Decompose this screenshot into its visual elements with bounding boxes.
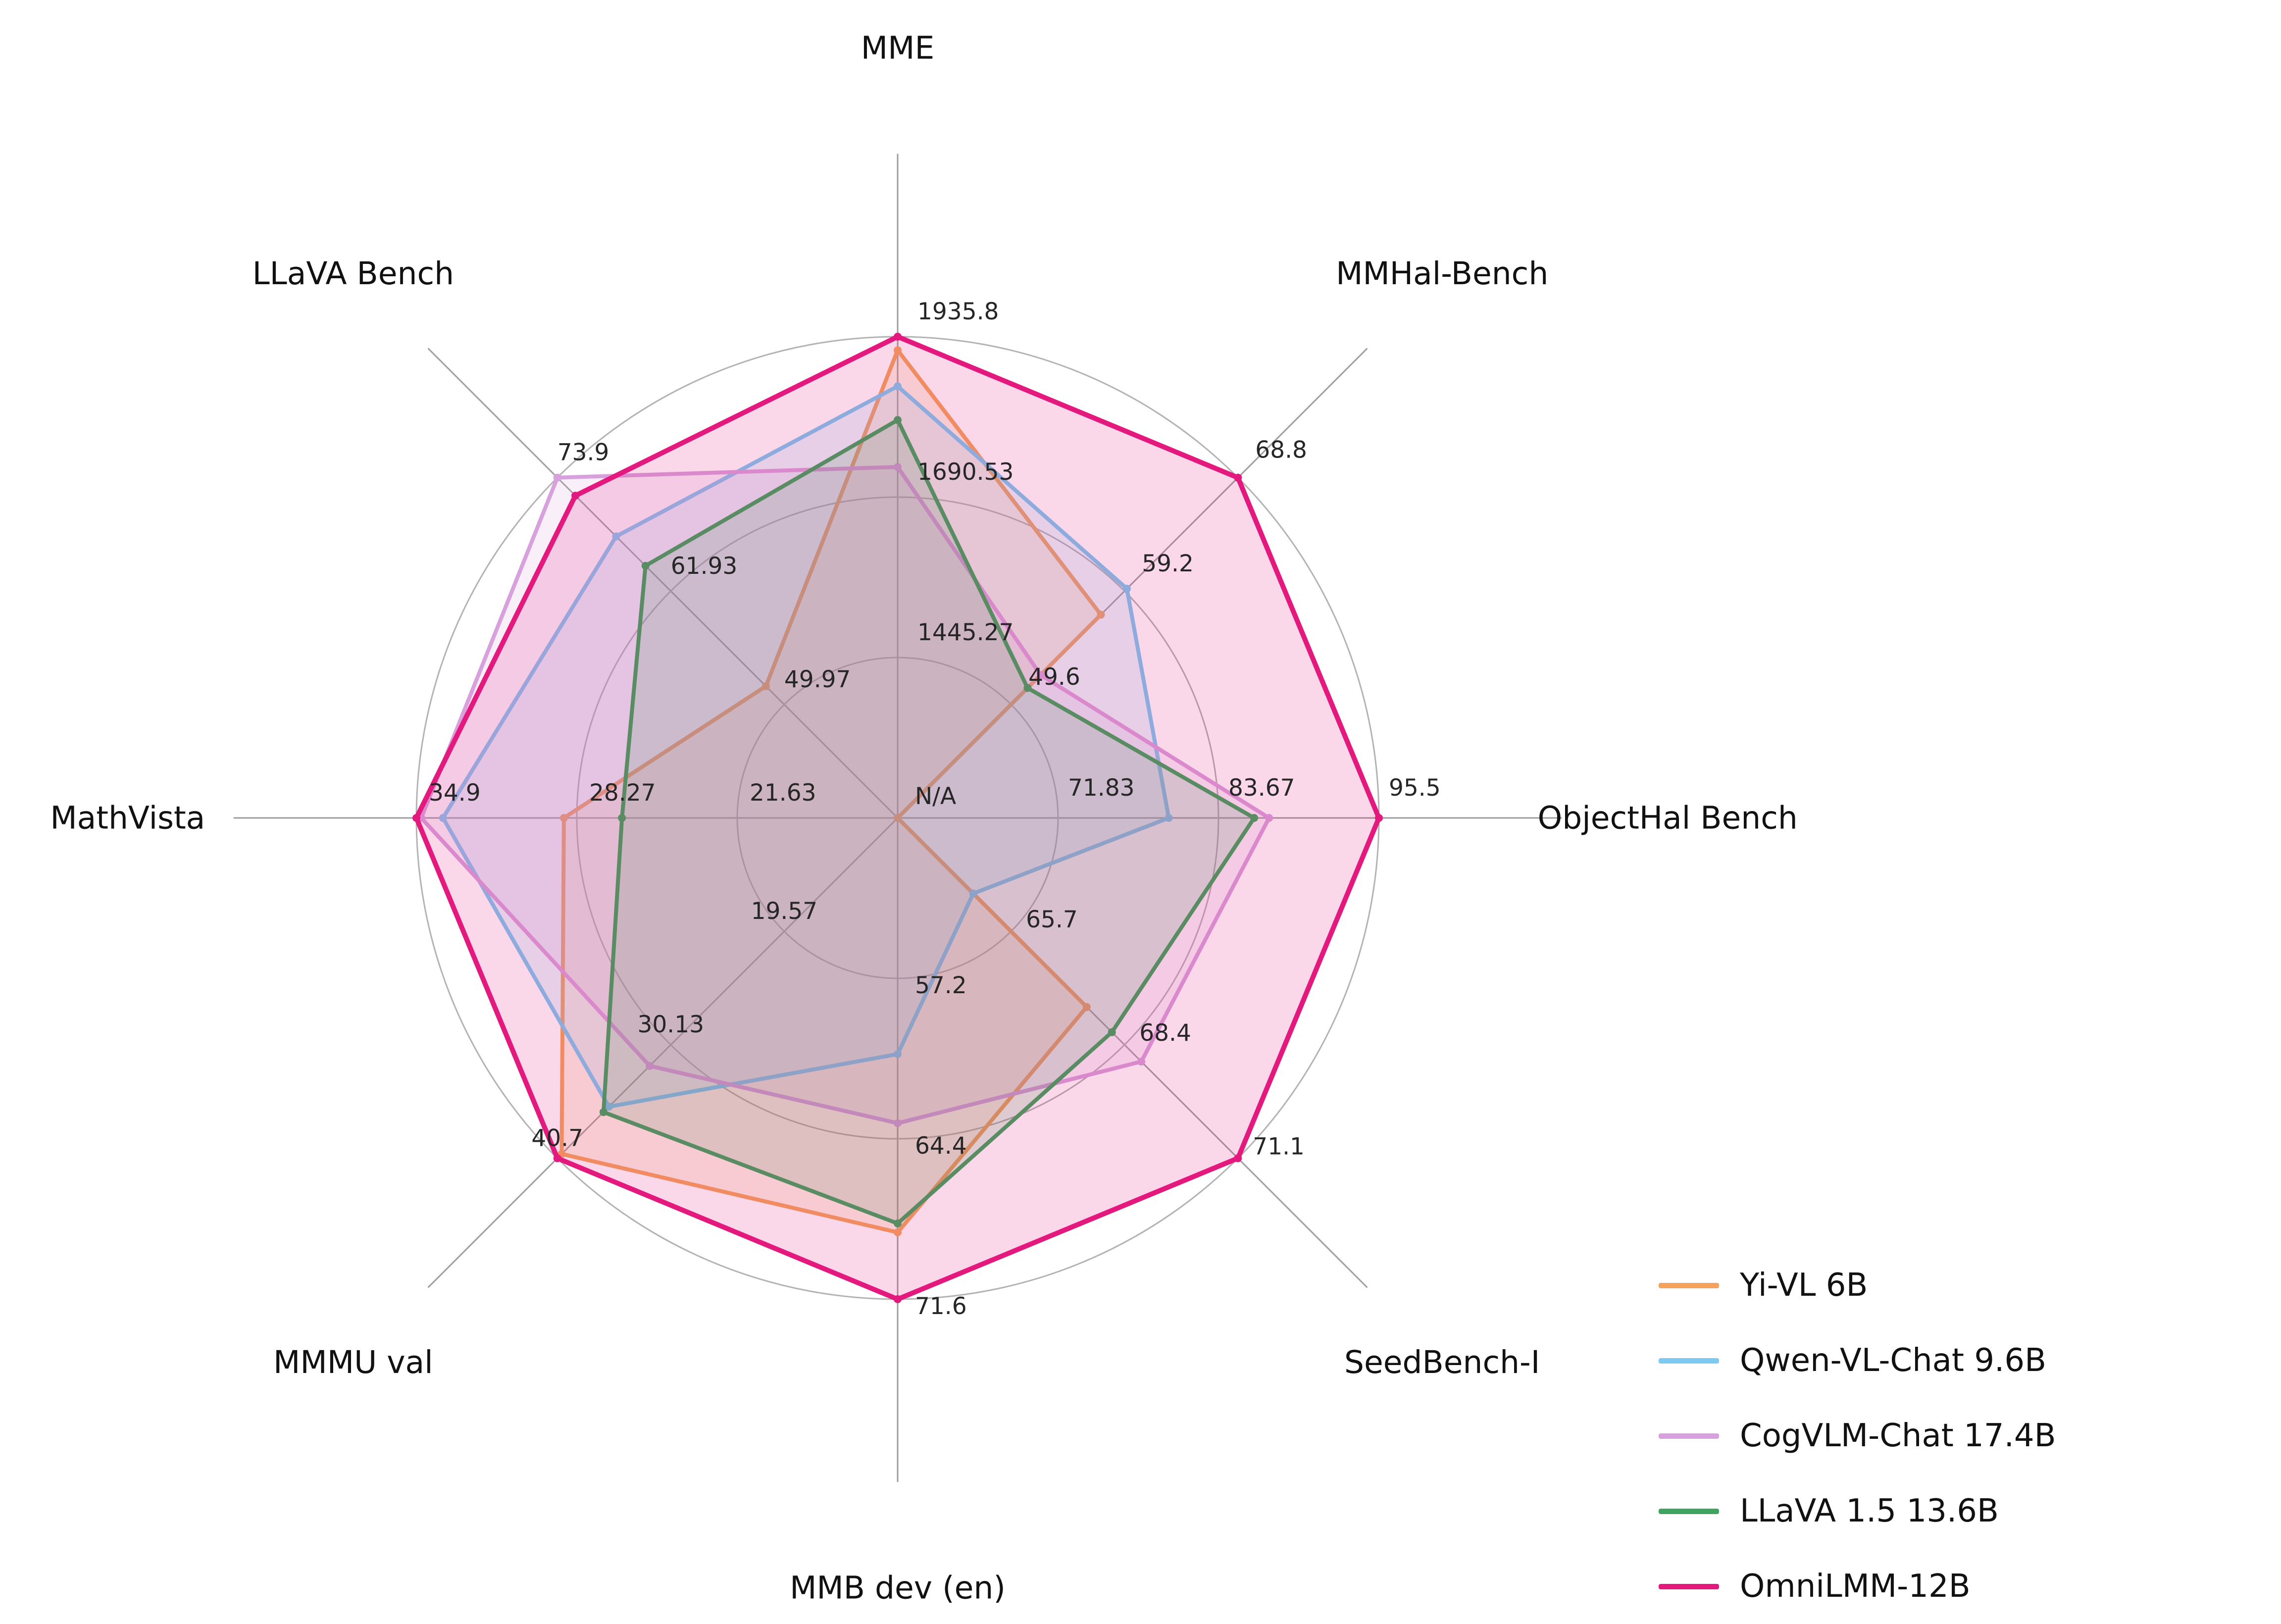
series-marker (618, 814, 626, 822)
series-marker (894, 382, 902, 391)
axis-title-3: SeedBench-I (1344, 1344, 1540, 1380)
tick-label: 57.2 (915, 972, 967, 999)
tick-label: 49.97 (784, 666, 851, 693)
series-marker (894, 1050, 902, 1058)
tick-label: 1690.53 (917, 458, 1014, 486)
series-marker (412, 814, 420, 822)
series-marker (1234, 1154, 1242, 1163)
tick-label: 64.4 (915, 1132, 967, 1160)
series-marker (605, 1103, 613, 1111)
axis-title-7: LLaVA Bench (253, 255, 454, 292)
legend-swatch (1659, 1433, 1719, 1439)
tick-label: 71.6 (915, 1293, 967, 1320)
tick-label: 95.5 (1389, 774, 1441, 802)
series-marker (439, 814, 447, 822)
axis-title-0: MME (861, 30, 935, 66)
grid-ring (576, 496, 1219, 1140)
series-marker (1097, 610, 1105, 619)
tick-label: 34.9 (429, 779, 481, 807)
legend-label: LLaVA 1.5 13.6B (1740, 1493, 1999, 1529)
series-marker (894, 1228, 902, 1236)
legend-item: Qwen-VL-Chat 9.6B (1659, 1323, 2056, 1398)
tick-label: 68.4 (1139, 1019, 1191, 1047)
series-marker (1265, 814, 1273, 822)
series-marker (646, 1062, 654, 1070)
tick-label: 83.67 (1228, 774, 1295, 802)
legend-item: LLaVA 1.5 13.6B (1659, 1473, 2056, 1549)
axis-title-5: MMMU val (273, 1344, 433, 1380)
tick-label: 65.7 (1026, 906, 1078, 933)
series-marker (894, 1219, 902, 1227)
legend-swatch (1659, 1282, 1719, 1288)
tick-label: 49.6 (1028, 663, 1080, 691)
axis-title-6: MathVista (50, 800, 205, 836)
legend-item: Yi-VL 6B (1659, 1248, 2056, 1323)
tick-label: 71.83 (1068, 774, 1135, 802)
series-marker (969, 889, 977, 898)
series-marker (1250, 814, 1259, 822)
series-marker (894, 814, 902, 822)
series-marker (1137, 1058, 1146, 1066)
legend-label: OmniLMM-12B (1740, 1568, 1971, 1605)
grid-ring (736, 657, 1059, 979)
series-marker (894, 333, 902, 341)
series-marker (553, 473, 561, 482)
series-marker (894, 463, 902, 471)
tick-label: 1935.8 (917, 298, 999, 325)
tick-label: 19.57 (751, 898, 818, 925)
series-marker (1023, 684, 1032, 692)
legend-label: Yi-VL 6B (1740, 1267, 1868, 1304)
series-marker (553, 1154, 561, 1163)
tick-label: 59.2 (1142, 550, 1194, 577)
legend: Yi-VL 6B Qwen-VL-Chat 9.6B CogVLM-Chat 17.… (1659, 1248, 2056, 1624)
axis-title-4: MMB dev (en) (790, 1570, 1006, 1606)
legend-label: CogVLM-Chat 17.4B (1740, 1418, 2056, 1454)
series-marker (641, 561, 650, 570)
legend-item: OmniLMM-12B (1659, 1549, 2056, 1624)
legend-swatch (1659, 1358, 1719, 1364)
series-marker (894, 1119, 902, 1127)
legend-swatch (1659, 1508, 1719, 1514)
tick-label: 21.63 (750, 779, 816, 807)
center-label: N/A (915, 783, 956, 810)
series-marker (1165, 814, 1173, 822)
series-marker (761, 682, 770, 690)
legend-item: CogVLM-Chat 17.4B (1659, 1398, 2056, 1473)
axis-title-1: MMHal-Bench (1336, 255, 1548, 292)
tick-label: 40.7 (531, 1124, 583, 1152)
tick-label: 1445.27 (917, 619, 1014, 646)
series-marker (894, 1295, 902, 1303)
series-marker (599, 1108, 608, 1116)
tick-label: 68.8 (1255, 437, 1307, 464)
series-marker (612, 532, 620, 541)
series-marker (1375, 814, 1383, 822)
series-marker (559, 814, 568, 822)
tick-label: 28.27 (589, 779, 656, 807)
series-marker (1234, 473, 1242, 482)
axis-title-2: ObjectHal Bench (1538, 800, 1798, 836)
series-marker (1082, 1003, 1091, 1011)
series-marker (1036, 671, 1045, 679)
series-marker (1108, 1028, 1116, 1036)
series-marker (571, 492, 580, 500)
series-marker (1122, 585, 1131, 593)
legend-swatch (1659, 1583, 1719, 1589)
series-marker (894, 416, 902, 424)
tick-label: 73.9 (558, 439, 609, 466)
series-marker (894, 346, 902, 355)
tick-label: 71.1 (1253, 1133, 1305, 1160)
legend-label: Qwen-VL-Chat 9.6B (1740, 1342, 2046, 1379)
tick-label: 30.13 (638, 1011, 705, 1038)
tick-label: 61.93 (671, 553, 738, 580)
